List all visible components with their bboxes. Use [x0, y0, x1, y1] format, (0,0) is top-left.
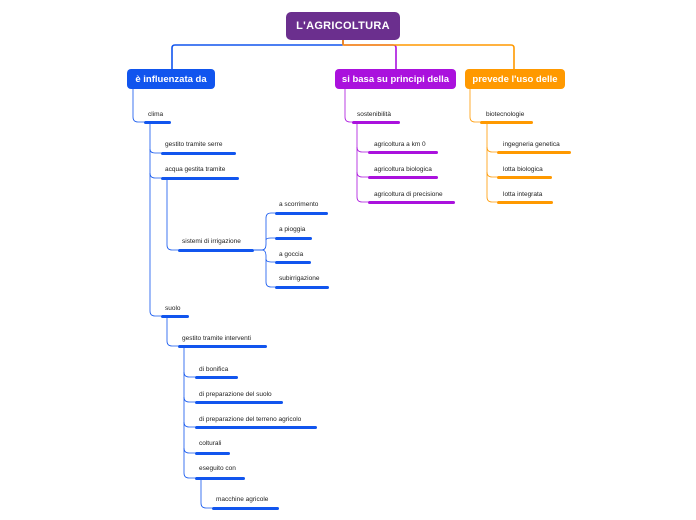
underline-interventi	[178, 345, 267, 348]
subtopic-ingegneria[interactable]: ingegneria genetica	[503, 141, 560, 148]
subtopic-lotta-biologica[interactable]: lotta biologica	[503, 166, 543, 173]
subtopic-biologica[interactable]: agricoltura biologica	[374, 166, 432, 173]
subtopic-bonifica[interactable]: di bonifica	[199, 366, 229, 373]
topic-influenzata[interactable]: è influenzata da	[127, 69, 215, 89]
subtopic-sistemi-irrigazione[interactable]: sistemi di irrigazione	[182, 238, 241, 245]
underline-goccia	[275, 261, 311, 264]
subtopic-pioggia[interactable]: a pioggia	[279, 226, 306, 233]
subtopic-sostenibilita[interactable]: sostenibilità	[357, 111, 391, 118]
underline-sostenibilita	[352, 121, 400, 124]
topic-uso[interactable]: prevede l'uso delle	[465, 69, 565, 89]
subtopic-interventi[interactable]: gestito tramite interventi	[182, 335, 252, 342]
topic-principi[interactable]: si basa su principi della	[335, 69, 456, 89]
underline-subirrigazione	[275, 286, 329, 289]
subtopic-biotecnologie[interactable]: biotecnologie	[486, 111, 525, 118]
subtopic-suolo[interactable]: suolo	[165, 305, 181, 312]
subtopic-precisione[interactable]: agricoltura di precisione	[374, 191, 443, 198]
subtopic-goccia[interactable]: a goccia	[279, 251, 304, 258]
underline-sistemi	[178, 249, 254, 252]
subtopic-subirrigazione[interactable]: subirrigazione	[279, 275, 320, 282]
subtopic-prep-terreno[interactable]: di preparazione del terreno agricolo	[199, 416, 302, 423]
subtopic-scorrimento[interactable]: a scorrimento	[279, 201, 319, 208]
underline-biologica	[368, 176, 438, 179]
underline-lotta-integrata	[497, 201, 553, 204]
subtopic-serre[interactable]: gestito tramite serre	[165, 141, 223, 148]
underline-lotta-biologica	[497, 176, 552, 179]
underline-colturali	[195, 452, 230, 455]
underline-clima	[144, 121, 171, 124]
underline-suolo	[161, 315, 189, 318]
subtopic-acqua[interactable]: acqua gestita tramite	[165, 166, 226, 173]
underline-bonifica	[195, 376, 238, 379]
underline-prep-suolo	[195, 401, 283, 404]
subtopic-clima[interactable]: clima	[148, 111, 164, 118]
underline-serre	[161, 152, 236, 155]
subtopic-km0[interactable]: agricoltura a km 0	[374, 141, 426, 148]
underline-pioggia	[275, 237, 312, 240]
subtopic-lotta-integrata[interactable]: lotta integrata	[503, 191, 543, 198]
underline-scorrimento	[275, 212, 328, 215]
subtopic-colturali[interactable]: colturali	[199, 440, 222, 447]
underline-biotecnologie	[480, 121, 533, 124]
root-topic[interactable]: L'AGRICOLTURA	[286, 12, 400, 40]
underline-prep-terreno	[195, 426, 317, 429]
underline-eseguito	[195, 477, 245, 480]
underline-precisione	[368, 201, 455, 204]
underline-acqua	[161, 177, 239, 180]
subtopic-prep-suolo[interactable]: di preparazione del suolo	[199, 391, 272, 398]
underline-km0	[368, 151, 438, 154]
underline-ingegneria	[497, 151, 571, 154]
subtopic-eseguito[interactable]: eseguito con	[199, 465, 236, 472]
subtopic-macchine[interactable]: macchine agricole	[216, 496, 269, 503]
underline-macchine	[212, 507, 279, 510]
